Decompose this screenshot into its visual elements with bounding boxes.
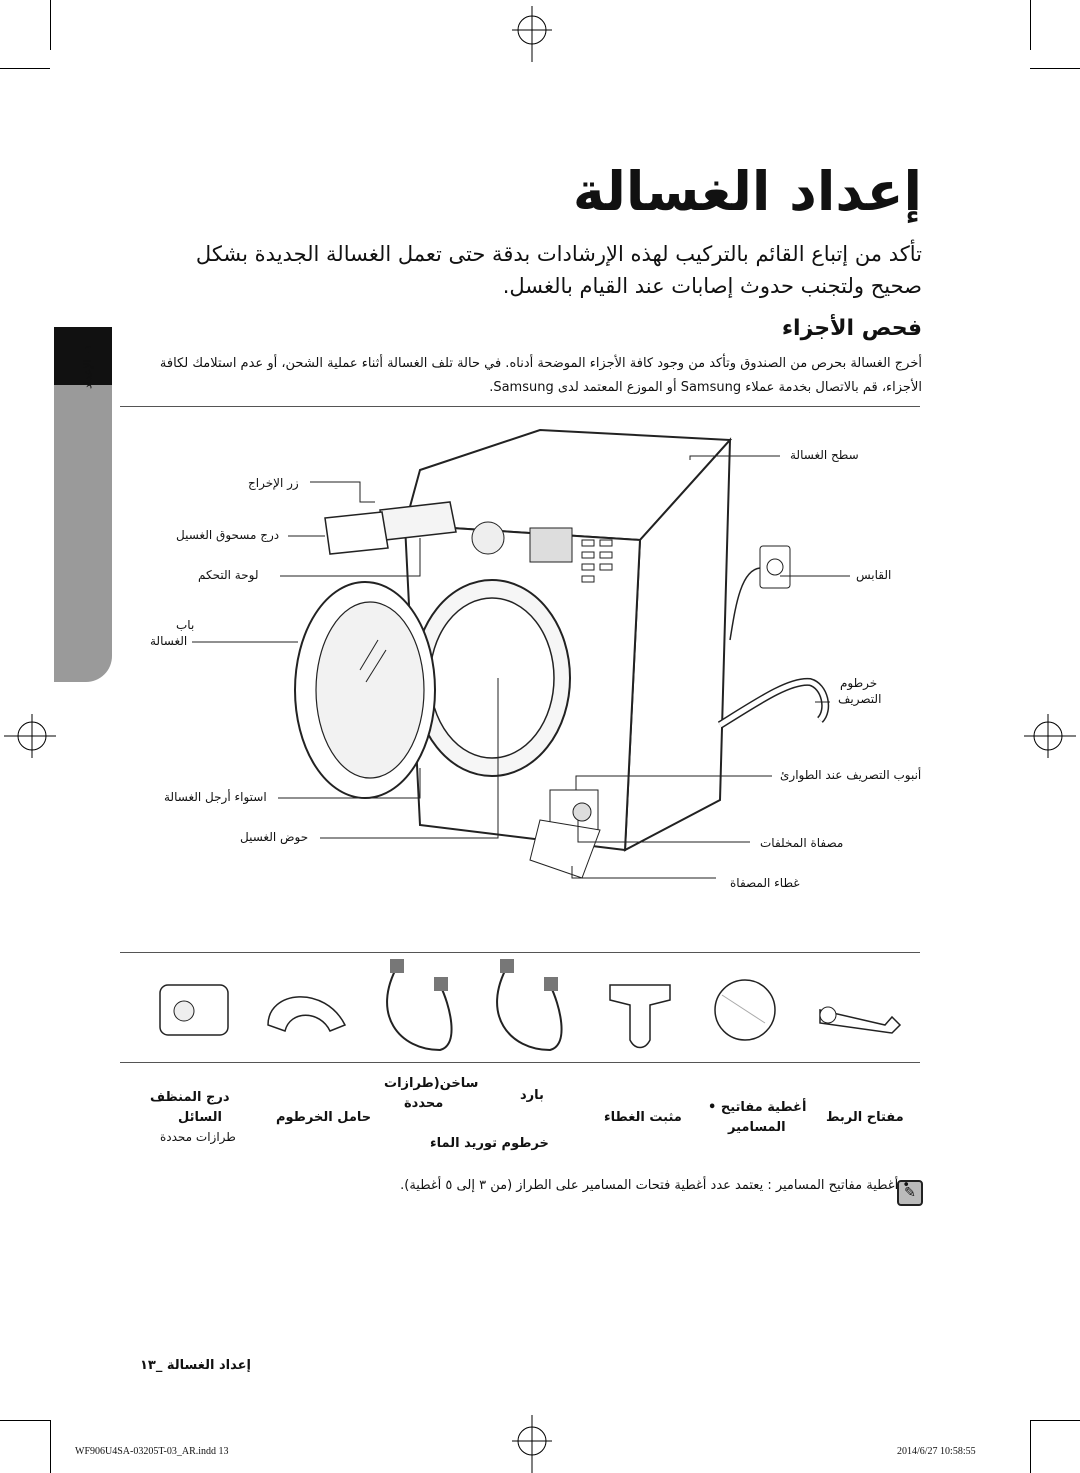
display-window	[529, 527, 573, 563]
callout-plug: القابس	[856, 568, 892, 582]
callout-drawer: درج مسحوق الغسيل	[176, 528, 280, 542]
crop-mark	[1030, 1420, 1080, 1421]
acc-label-cover-fixer: مثبت الغطاء	[604, 1110, 682, 1125]
cover-fixer-icon	[609, 984, 671, 1049]
callout-tub: حوض الغسيل	[240, 830, 309, 844]
registration-mark-bottom	[512, 1415, 552, 1473]
footer-date: 2014/6/27 10:58:55	[897, 1446, 976, 1457]
registration-mark-left	[4, 714, 56, 758]
bolt-cap-icon	[714, 979, 776, 1041]
intro-paragraph: تأكد من إتباع القائم بالتركيب لهذه الإرش…	[195, 242, 922, 298]
registration-mark-top	[512, 6, 552, 62]
divider	[120, 952, 920, 953]
acc-label-cold: بارد	[520, 1088, 544, 1103]
acc-label-bolt-caps: أغطية مفاتيح •	[708, 1100, 807, 1115]
acc-label-liquid: السائل	[178, 1110, 222, 1125]
crop-mark	[50, 0, 51, 50]
hot-water-hose-icon	[386, 959, 453, 1052]
crop-mark	[1030, 1420, 1031, 1473]
divider	[120, 406, 920, 407]
registration-mark-right	[1024, 714, 1076, 758]
crop-mark	[50, 1420, 51, 1473]
hose-holder-icon	[267, 996, 347, 1032]
acc-label-water-hose: خرطوم توريد الماء	[430, 1136, 549, 1151]
section-heading: فحص الأجزاء	[781, 316, 922, 341]
callout-filter: مصفاة المخلفات	[760, 836, 844, 850]
callout-door-2: الغسالة	[150, 634, 188, 648]
acc-label-models: طرازات محددة	[160, 1130, 236, 1144]
acc-label-specific: محددة	[404, 1096, 444, 1111]
chapter-side-tab	[54, 327, 112, 682]
acc-label-spanner: مفتاح الربط	[826, 1110, 904, 1125]
acc-label-detergent: درج المنظف	[150, 1090, 230, 1105]
acc-label-hose-holder: حامل الخرطوم	[276, 1110, 372, 1125]
callout-door-1: باب	[176, 618, 195, 632]
crop-mark	[1030, 68, 1080, 69]
crop-mark	[1030, 0, 1031, 50]
callout-emergency: أنبوب التصريف عند الطوارئ	[780, 768, 922, 782]
callout-hose-1: خرطوم	[840, 676, 878, 690]
acc-label-hot: ساخن(طرازات	[384, 1076, 479, 1091]
callout-detergent: زر الإخراج	[248, 476, 299, 490]
section-body: أخرج الغسالة بحرص من الصندوق وتأكد من وج…	[159, 356, 922, 395]
crop-mark	[0, 1420, 50, 1421]
callout-top: سطح الغسالة	[790, 448, 859, 462]
spanner-icon	[819, 1006, 902, 1034]
divider	[120, 1062, 920, 1063]
acc-label-bolts: المسامير	[728, 1120, 786, 1135]
page-title: إعداد الغسالة	[572, 160, 922, 223]
side-tab-dark	[54, 327, 112, 385]
dial-knob	[471, 521, 505, 555]
drain-hose	[717, 677, 830, 729]
crop-mark	[0, 68, 50, 69]
accessories-row	[159, 959, 902, 1052]
footer-page-number: إعداد الغسالة _١٣	[140, 1358, 251, 1373]
callout-cover: غطاء المصفاة	[730, 876, 800, 890]
side-tab-label: ٠١ الإعداد	[81, 344, 95, 389]
callout-hose-2: التصريف	[838, 692, 882, 706]
washing-machine-illustration	[192, 428, 850, 879]
note-icon: ✎	[897, 1180, 923, 1206]
filter-cover	[529, 819, 601, 879]
side-tab-grey	[54, 385, 112, 682]
liquid-detergent-drawer-icon	[159, 984, 229, 1036]
callout-panel: لوحة التحكم	[198, 568, 259, 582]
footer-file-name: WF906U4SA-03205T-03_AR.indd 13	[75, 1446, 229, 1457]
note-text: • أغطية مفاتيح المسامير : يعتمد عدد أغطي…	[400, 1178, 910, 1193]
callout-legs: استواء أرجل الغسالة	[164, 790, 267, 804]
cold-water-hose-icon	[496, 959, 563, 1052]
